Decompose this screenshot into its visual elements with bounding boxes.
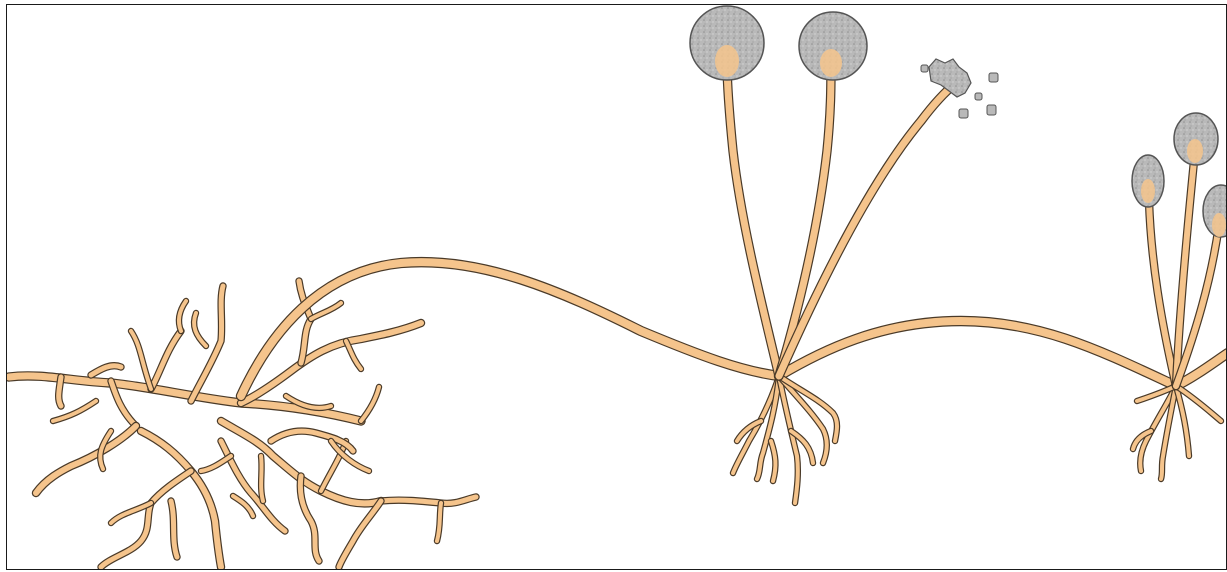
- spore: [959, 109, 968, 118]
- spore: [987, 105, 996, 115]
- sporangiophore-1: [727, 61, 779, 376]
- mycelium-hypha-2: [59, 377, 61, 406]
- rhizoid-group: [733, 376, 1221, 503]
- mycelium-hypha-12-outline: [241, 323, 421, 403]
- fungal-mycelium-diagram: [7, 5, 1227, 570]
- sporangiophore-4: [1149, 201, 1176, 386]
- mycelium-hypha-30: [261, 456, 263, 501]
- mycelium-network: [9, 281, 476, 567]
- stolon-1: [241, 262, 779, 396]
- mycelium-hypha-9: [131, 331, 151, 389]
- spore: [921, 65, 928, 72]
- mycelium-hypha-15: [346, 341, 361, 369]
- sporangium-1: [690, 6, 764, 80]
- diagram-frame: [6, 4, 1227, 570]
- young-sporangium-2: [1174, 113, 1218, 165]
- spore: [975, 93, 982, 100]
- sporangiophore-group: [727, 61, 1219, 386]
- mycelium-hypha-7: [151, 331, 181, 389]
- young-sporangium-3: [1203, 185, 1227, 237]
- spore: [989, 73, 998, 82]
- stolon-2-outline: [779, 321, 1176, 386]
- mycelium-hypha-14: [311, 303, 341, 319]
- sporangium-group: [690, 6, 1227, 237]
- young-sporangium-1: [1132, 155, 1164, 207]
- sporangium-2: [799, 12, 867, 80]
- mycelium-hypha-24: [339, 501, 381, 567]
- stolon-1-outline: [241, 262, 779, 396]
